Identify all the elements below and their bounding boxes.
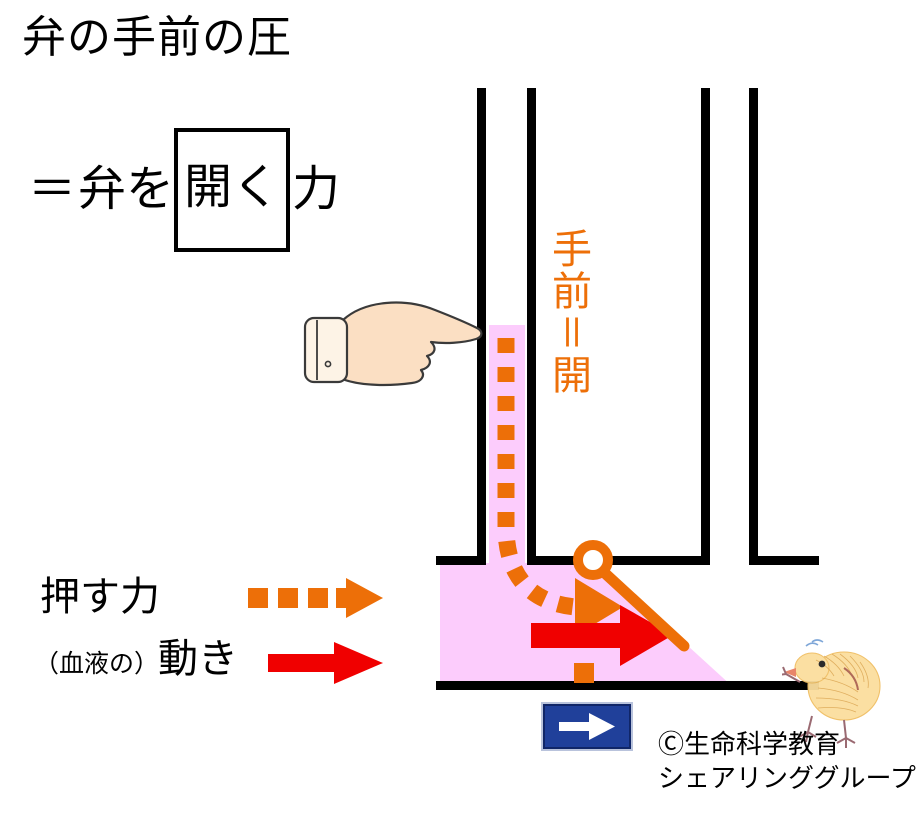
credit-line-2: シェアリンググループ <box>658 763 916 793</box>
blue-sign-arrow-right <box>541 702 633 751</box>
wall-chamber-ceiling-mid <box>527 556 710 565</box>
valve-flap-open <box>590 559 690 652</box>
legend-dashed-orange-arrow-icon <box>248 578 383 618</box>
vertical-annotation: 手前＝開 <box>546 228 590 396</box>
wall-chamber-floor <box>436 681 819 690</box>
wall-vertical-left-inner <box>477 88 486 564</box>
legend-push-force-label: 押す力 <box>40 575 160 619</box>
legend-solid-red-arrow-icon <box>268 642 383 684</box>
valve-hinge <box>573 540 613 580</box>
wall-chamber-ceiling-left <box>436 556 486 565</box>
pressure-dotted-path <box>497 338 577 616</box>
wall-vertical-right-inner <box>701 88 710 564</box>
legend-movement-sublabel: （血液の） <box>34 650 160 678</box>
equation-row: ＝ 弁を 開く 力 <box>28 128 340 252</box>
pointing-hand-icon <box>303 301 483 387</box>
equation-suffix: 力 <box>292 163 341 216</box>
pressure-marker-square <box>574 663 594 683</box>
wall-vertical-right-outer <box>749 88 758 564</box>
pressure-dotted-arrowhead <box>575 578 623 636</box>
credit-line-1: Ⓒ生命科学教育 <box>658 729 841 759</box>
fluid-vertical-column <box>489 325 525 563</box>
flow-arrow-red <box>531 605 673 666</box>
boxed-keyword-open: 開く <box>174 128 291 252</box>
wall-vertical-left-outer <box>527 88 536 564</box>
legend-movement-label: 動き <box>158 637 238 681</box>
page-title: 弁の手前の圧 <box>22 13 292 62</box>
wall-chamber-ceiling-right <box>749 556 819 565</box>
copyright-credit: Ⓒ生命科学教育 シェアリンググループ <box>658 727 916 795</box>
equation-prefix: 弁を <box>78 163 175 216</box>
chick-illustration <box>782 639 881 748</box>
equals-sign: ＝ <box>28 163 77 216</box>
